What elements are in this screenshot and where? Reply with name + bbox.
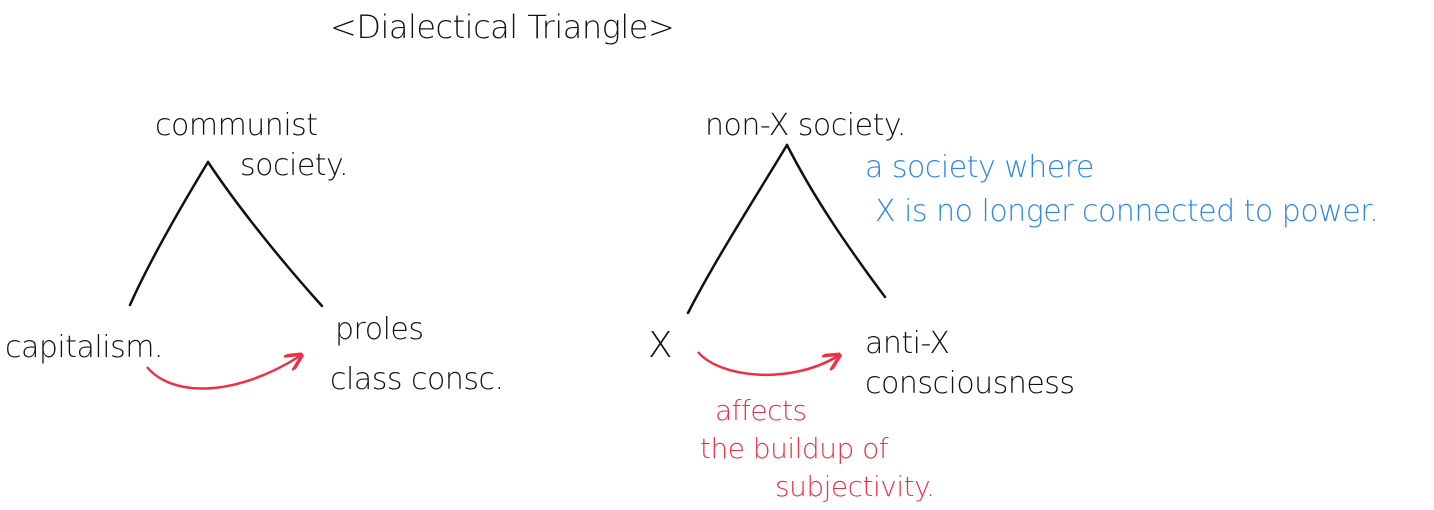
non-x-society-label: non-X society. (705, 108, 906, 143)
society-label: society. (240, 148, 349, 183)
right-triangle-left-edge (686, 143, 789, 315)
consciousness-label: consciousness (865, 366, 1075, 401)
left-triangle-left-edge (128, 160, 210, 307)
diagram-title: <Dialectical Triangle> (330, 8, 675, 46)
buildup-label: the buildup of (700, 432, 889, 465)
x-label: X (648, 325, 673, 366)
left-triangle-lines (128, 160, 324, 308)
capitalism-label: capitalism. (5, 330, 163, 365)
right-triangle-lines (686, 143, 887, 315)
right-red-arrow (697, 351, 838, 377)
anti-x-label: anti-X (865, 326, 950, 361)
communist-label: communist (155, 108, 318, 143)
affects-label: affects (715, 394, 807, 427)
class-consciousness-label: class consc. (330, 362, 504, 397)
society-note-line1: a society where (865, 150, 1094, 185)
proles-label: proles (335, 312, 424, 347)
left-red-arrow (146, 356, 300, 390)
left-triangle-right-edge (206, 160, 324, 308)
subjectivity-label: subjectivity. (775, 470, 935, 503)
society-note-line2: X is no longer connected to power. (875, 194, 1379, 229)
right-triangle-right-edge (785, 143, 887, 299)
